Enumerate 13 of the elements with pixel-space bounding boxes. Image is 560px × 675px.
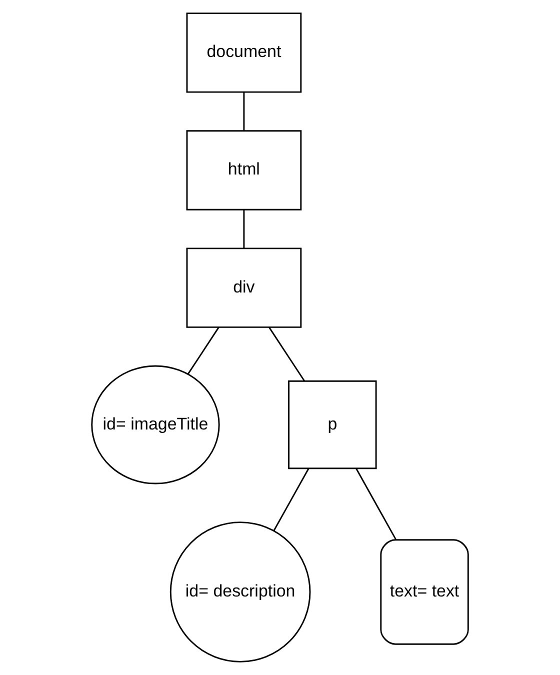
connector: [243, 210, 245, 248]
connector: [268, 326, 306, 382]
node-box: div: [186, 248, 302, 328]
node-circle: id= description: [170, 522, 311, 662]
connector: [273, 468, 310, 532]
node-box: document: [186, 12, 302, 93]
node-box: text= text: [380, 539, 469, 645]
connector: [356, 468, 397, 540]
node-circle: id= imageTitle: [91, 365, 220, 484]
connector: [187, 326, 220, 375]
node-box: p: [288, 380, 377, 470]
connector: [243, 92, 245, 130]
node-box: html: [186, 130, 302, 210]
